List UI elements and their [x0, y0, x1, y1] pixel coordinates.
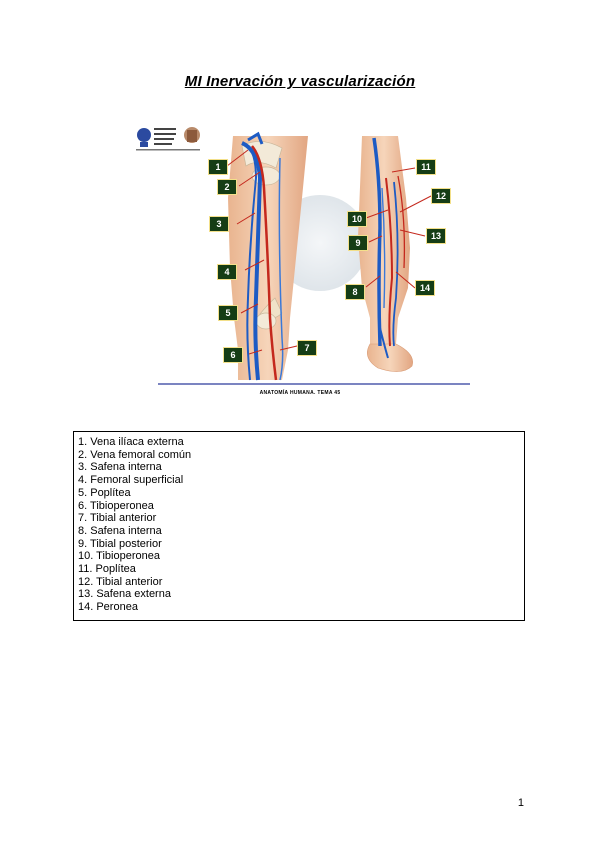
- callout-12: 12: [431, 188, 451, 204]
- legend-item: 3. Safena interna: [78, 461, 162, 474]
- callout-3: 3: [209, 216, 229, 232]
- legend-item: 9. Tibial posterior: [78, 537, 162, 550]
- callout-11: 11: [416, 159, 436, 175]
- legend-item: 8. Safena interna: [78, 524, 162, 537]
- anterior-leg: [228, 131, 308, 381]
- callout-2: 2: [217, 179, 237, 195]
- callout-1: 1: [208, 159, 228, 175]
- callout-4: 4: [217, 264, 237, 280]
- legend-item: 13. Safena externa: [78, 588, 171, 601]
- callout-7: 7: [297, 340, 317, 356]
- anatomy-figure: 1 2 3 4 5 6 7 8 9 10 11 12 13 14: [130, 118, 475, 408]
- institution-logo: [136, 127, 200, 151]
- callout-6: 6: [223, 347, 243, 363]
- figure-caption: ANATOMÍA HUMANA. TEMA 45: [259, 390, 341, 396]
- callout-5: 5: [218, 305, 238, 321]
- leg-illustration: [136, 127, 470, 385]
- legend-item: 14. Peronea: [78, 601, 138, 614]
- legend-item: 6. Tibioperonea: [78, 499, 154, 512]
- leader-lines: [226, 149, 432, 355]
- legend-item: 10. Tibioperonea: [78, 550, 160, 563]
- legend-item: 12. Tibial anterior: [78, 575, 163, 588]
- posterior-leg: [358, 136, 413, 372]
- legend-box: 1. Vena ilíaca externa 2. Vena femoral c…: [73, 431, 525, 621]
- callout-14: 14: [415, 280, 435, 296]
- legend-item: 5. Poplítea: [78, 486, 131, 499]
- legend-item: 7. Tibial anterior: [78, 512, 157, 525]
- callout-8: 8: [345, 284, 365, 300]
- page-number: 1: [517, 797, 524, 809]
- callout-13: 13: [426, 228, 446, 244]
- legend-item: 1. Vena ilíaca externa: [78, 436, 184, 448]
- legend-item: 4. Femoral superficial: [78, 474, 184, 487]
- legend-item: 11. Poplítea: [78, 563, 136, 576]
- callout-9: 9: [348, 235, 368, 251]
- callout-10: 10: [347, 211, 367, 227]
- legend-item: 2. Vena femoral común: [78, 448, 192, 461]
- page-title: MI Inervación y vascularización: [184, 73, 416, 90]
